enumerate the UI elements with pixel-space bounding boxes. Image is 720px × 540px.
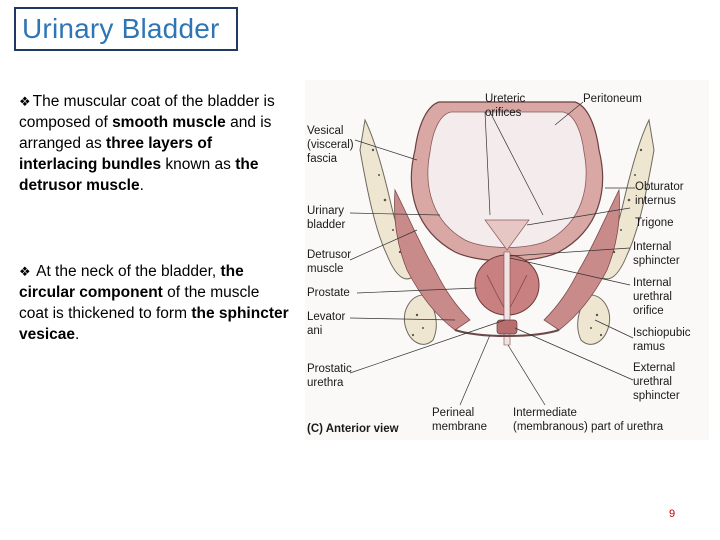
label-prostatic-urethra-2: urethra [307, 377, 344, 389]
p2-text-1: At the neck of the bladder, [32, 263, 221, 280]
p1-text-3: known as [161, 156, 236, 173]
label-internal-urethral-orifice-1: Internal [633, 277, 671, 289]
p1-bold-smooth-muscle: smooth muscle [112, 114, 226, 131]
label-prostate: Prostate [307, 287, 350, 299]
p2-text-2: of the muscle coat is thickened to form [19, 284, 260, 322]
label-external-urethral-sphincter-1: External [633, 362, 675, 374]
label-internal-urethral-orifice-3: orifice [633, 305, 664, 317]
bullet-diamond-icon: ❖ [19, 264, 31, 279]
label-vesical-fascia-2: (visceral) [307, 139, 354, 151]
label-vesical-fascia-3: fascia [307, 153, 338, 165]
label-detrusor-muscle-2: muscle [307, 263, 343, 275]
label-levator-ani-2: ani [307, 325, 322, 337]
paragraph-detrusor: ❖The muscular coat of the bladder is com… [19, 91, 289, 196]
label-perineal-membrane-1: Perineal [432, 407, 474, 419]
label-vesical-fascia-1: Vesical [307, 125, 343, 137]
leader-lines [349, 101, 635, 406]
label-ischiopubic-ramus-2: ramus [633, 341, 665, 353]
p2-text-3: . [75, 326, 80, 343]
label-peritoneum: Peritoneum [583, 93, 642, 105]
perineal-membrane-shape [454, 329, 560, 337]
p1-text-1: The muscular coat of the bladder is comp… [19, 93, 275, 131]
bone-speckles [371, 148, 643, 337]
label-internal-sphincter-1: Internal [633, 241, 671, 253]
p1-bold-three-layers: three layers of interlacing bundles [19, 135, 212, 173]
label-ureteric-orifices-1: Ureteric [485, 93, 526, 105]
bladder-cavity [427, 111, 587, 248]
figure-caption: (C) Anterior view [307, 423, 399, 435]
label-obturator-internus-1: Obturator [635, 181, 684, 193]
label-prostatic-urethra-1: Prostatic [307, 363, 352, 375]
paragraph-sphincter: ❖ At the neck of the bladder, the circul… [19, 261, 289, 345]
label-obturator-internus-2: internus [635, 195, 676, 207]
label-internal-sphincter-2: sphincter [633, 255, 680, 267]
title-box: Urinary Bladder [14, 7, 238, 51]
label-external-urethral-sphincter-3: sphincter [633, 390, 680, 402]
pelvic-bone-right [577, 118, 655, 345]
label-levator-ani-1: Levator [307, 311, 346, 323]
bladder-anatomy-illustration: Ureteric orifices Peritoneum Vesical (vi… [305, 80, 709, 440]
label-internal-urethral-orifice-2: urethral [633, 291, 672, 303]
label-ureteric-orifices-2: orifices [485, 107, 522, 119]
label-intermediate-urethra-2: (membranous) part of urethra [513, 421, 664, 433]
label-detrusor-muscle-1: Detrusor [307, 249, 351, 261]
label-ischiopubic-ramus-1: Ischiopubic [633, 327, 691, 339]
label-intermediate-urethra-1: Intermediate [513, 407, 577, 419]
p1-text-2: and is arranged as [19, 114, 272, 152]
bullet-diamond-icon: ❖ [19, 94, 31, 109]
external-sphincter-shape [496, 319, 518, 335]
label-external-urethral-sphincter-2: urethral [633, 376, 672, 388]
page-number: 9 [669, 508, 676, 520]
p1-bold-detrusor: the detrusor muscle [19, 156, 259, 194]
trigone-area [484, 219, 530, 251]
label-perineal-membrane-2: membrane [432, 421, 487, 433]
label-urinary-bladder-1: Urinary [307, 205, 344, 217]
bladder-anatomy-figure: Ureteric orifices Peritoneum Vesical (vi… [305, 80, 709, 440]
p1-text-4: . [139, 177, 144, 194]
label-urinary-bladder-2: bladder [307, 219, 346, 231]
slide-title: Urinary Bladder [22, 13, 220, 44]
p2-bold-circular: the circular component [19, 263, 244, 301]
p2-bold-sphincter-vesicae: the sphincter vesicae [19, 305, 289, 343]
label-trigone: Trigone [635, 217, 674, 229]
